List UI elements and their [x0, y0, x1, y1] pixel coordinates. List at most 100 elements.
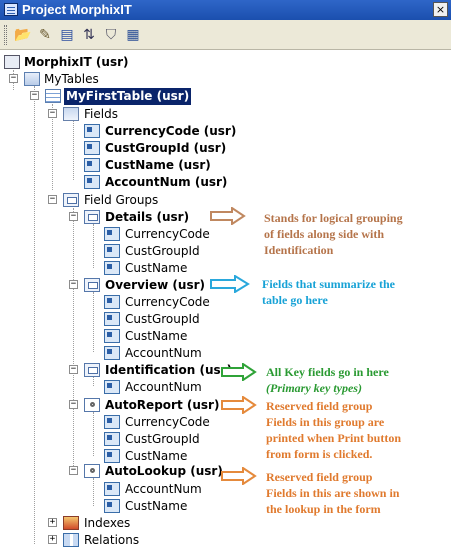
tree-group-autolookup[interactable]: AutoLookup (usr): [105, 464, 223, 478]
annotation-identification: All Key fields go in here (Primary key t…: [266, 364, 389, 396]
tables-folder-icon: [24, 72, 40, 86]
tree-overview-item[interactable]: CurrencyCode: [125, 295, 210, 309]
field-group-icon: [84, 363, 100, 377]
toolbar: 📂 ✎ ▤ ⇅ ⛉ ▦: [0, 20, 451, 50]
collapse-fields-toggle[interactable]: −: [48, 108, 57, 118]
annotation-line: Reserved field group: [266, 470, 373, 484]
fields-node-icon: [63, 107, 79, 121]
field-icon: [84, 141, 100, 155]
field-icon: [104, 227, 120, 241]
window-title-bar: Project MorphixIT ×: [0, 0, 451, 20]
collapse-autolookup-toggle[interactable]: −: [69, 465, 78, 475]
stack-icon[interactable]: ▤: [60, 27, 74, 43]
tree-autolookup-item[interactable]: AccountNum: [125, 482, 202, 496]
tree-group-autoreport[interactable]: AutoReport (usr): [105, 398, 220, 412]
field-icon: [104, 380, 120, 394]
tree-fields[interactable]: Fields: [84, 107, 118, 121]
annotation-autoreport: Reserved field group Fields in this grou…: [266, 398, 401, 462]
annotation-autolookup: Reserved field group Fields in this are …: [266, 469, 399, 517]
field-group-icon: [84, 278, 100, 292]
collapse-identification-toggle[interactable]: −: [69, 364, 78, 374]
tree-indexes[interactable]: Indexes: [84, 516, 131, 530]
annotation-line: Fields in this group are: [266, 415, 385, 429]
filter-icon[interactable]: ⛉: [105, 27, 117, 43]
expand-indexes-toggle[interactable]: +: [48, 517, 57, 527]
autolookup-icon: [84, 464, 100, 478]
annotation-line: Fields that summarize the: [262, 277, 395, 291]
tree-autoreport-item[interactable]: CustGroupId: [125, 432, 200, 446]
tree-details-item[interactable]: CustName: [125, 261, 188, 275]
annotation-line: the lookup in the form: [266, 502, 381, 516]
tree-field-groups[interactable]: Field Groups: [84, 193, 159, 207]
collapse-fieldgroups-toggle[interactable]: −: [48, 194, 57, 204]
expand-relations-toggle[interactable]: +: [48, 534, 57, 544]
tree-mytables[interactable]: MyTables: [44, 72, 99, 86]
collapse-mytables-toggle[interactable]: −: [9, 73, 18, 83]
tree-overview-item[interactable]: CustName: [125, 329, 188, 343]
tree-field-custname[interactable]: CustName (usr): [105, 158, 211, 172]
tree-group-overview[interactable]: Overview (usr): [105, 278, 205, 292]
tree-myfirsttable[interactable]: MyFirstTable (usr): [62, 87, 193, 106]
right-arrow-icon: [221, 396, 257, 414]
collapse-autoreport-toggle[interactable]: −: [69, 399, 78, 409]
field-group-icon: [84, 210, 100, 224]
field-icon: [104, 261, 120, 275]
field-icon: [104, 346, 120, 360]
tree-autoreport-item[interactable]: CustName: [125, 449, 188, 463]
annotation-line: All Key fields go in here: [266, 365, 389, 379]
project-window-icon: [4, 3, 18, 16]
relations-icon: [63, 533, 79, 547]
field-icon: [104, 432, 120, 446]
field-icon: [104, 499, 120, 513]
field-icon: [84, 158, 100, 172]
annotation-line: Identification: [264, 243, 334, 257]
right-arrow-icon: [221, 467, 257, 485]
field-icon: [104, 482, 120, 496]
annotation-line: table go here: [262, 293, 328, 307]
tree-field-currencycode[interactable]: CurrencyCode (usr): [105, 124, 237, 138]
annotation-line: printed when Print button: [266, 431, 402, 445]
tree-details-item[interactable]: CustGroupId: [125, 244, 200, 258]
tree-autoreport-item[interactable]: CurrencyCode: [125, 415, 210, 429]
annotation-line: Stands for logical grouping: [264, 211, 403, 225]
autoreport-icon: [84, 398, 100, 412]
project-tree: MorphixIT (usr) − MyTables − MyFirstTabl…: [0, 50, 451, 555]
collapse-details-toggle[interactable]: −: [69, 211, 78, 221]
annotation-line: Reserved field group: [266, 399, 373, 413]
edit-icon[interactable]: ✎: [39, 27, 51, 43]
close-button[interactable]: ×: [433, 2, 448, 17]
annotation-line: Fields in this are shown in: [266, 486, 400, 500]
tree-group-identification[interactable]: Identification (usr): [105, 363, 233, 377]
table-icon: [45, 89, 61, 103]
collapse-overview-toggle[interactable]: −: [69, 279, 78, 289]
annotation-overview: Fields that summarize the table go here: [262, 276, 395, 308]
right-arrow-icon: [210, 275, 250, 293]
tree-details-item[interactable]: CurrencyCode: [125, 227, 210, 241]
right-arrow-icon: [221, 363, 257, 381]
right-arrow-icon: [210, 207, 246, 225]
field-icon: [104, 449, 120, 463]
annotation-details: Stands for logical grouping of fields al…: [264, 210, 403, 258]
collapse-table-toggle[interactable]: −: [30, 90, 39, 100]
sort-icon[interactable]: ⇅: [83, 27, 95, 43]
tree-identification-item[interactable]: AccountNum: [125, 380, 202, 394]
toolbar-grip[interactable]: [4, 25, 7, 45]
field-icon: [104, 415, 120, 429]
tree-project[interactable]: MorphixIT (usr): [24, 55, 129, 69]
open-folder-icon[interactable]: 📂: [14, 27, 32, 43]
annotation-line: of fields along side with: [264, 227, 385, 241]
tree-relations[interactable]: Relations: [84, 533, 140, 547]
tree-overview-item[interactable]: AccountNum: [125, 346, 202, 360]
project-icon: [4, 55, 20, 69]
tree-autolookup-item[interactable]: CustName: [125, 499, 188, 513]
annotation-line: from form is clicked.: [266, 447, 373, 461]
tree-overview-item[interactable]: CustGroupId: [125, 312, 200, 326]
properties-icon[interactable]: ▦: [126, 27, 140, 43]
window-title: Project MorphixIT: [22, 2, 132, 17]
field-icon: [104, 312, 120, 326]
indexes-icon: [63, 516, 79, 530]
tree-field-accountnum[interactable]: AccountNum (usr): [105, 175, 228, 189]
tree-field-custgroupid[interactable]: CustGroupId (usr): [105, 141, 227, 155]
field-icon: [104, 329, 120, 343]
tree-group-details[interactable]: Details (usr): [105, 210, 190, 224]
